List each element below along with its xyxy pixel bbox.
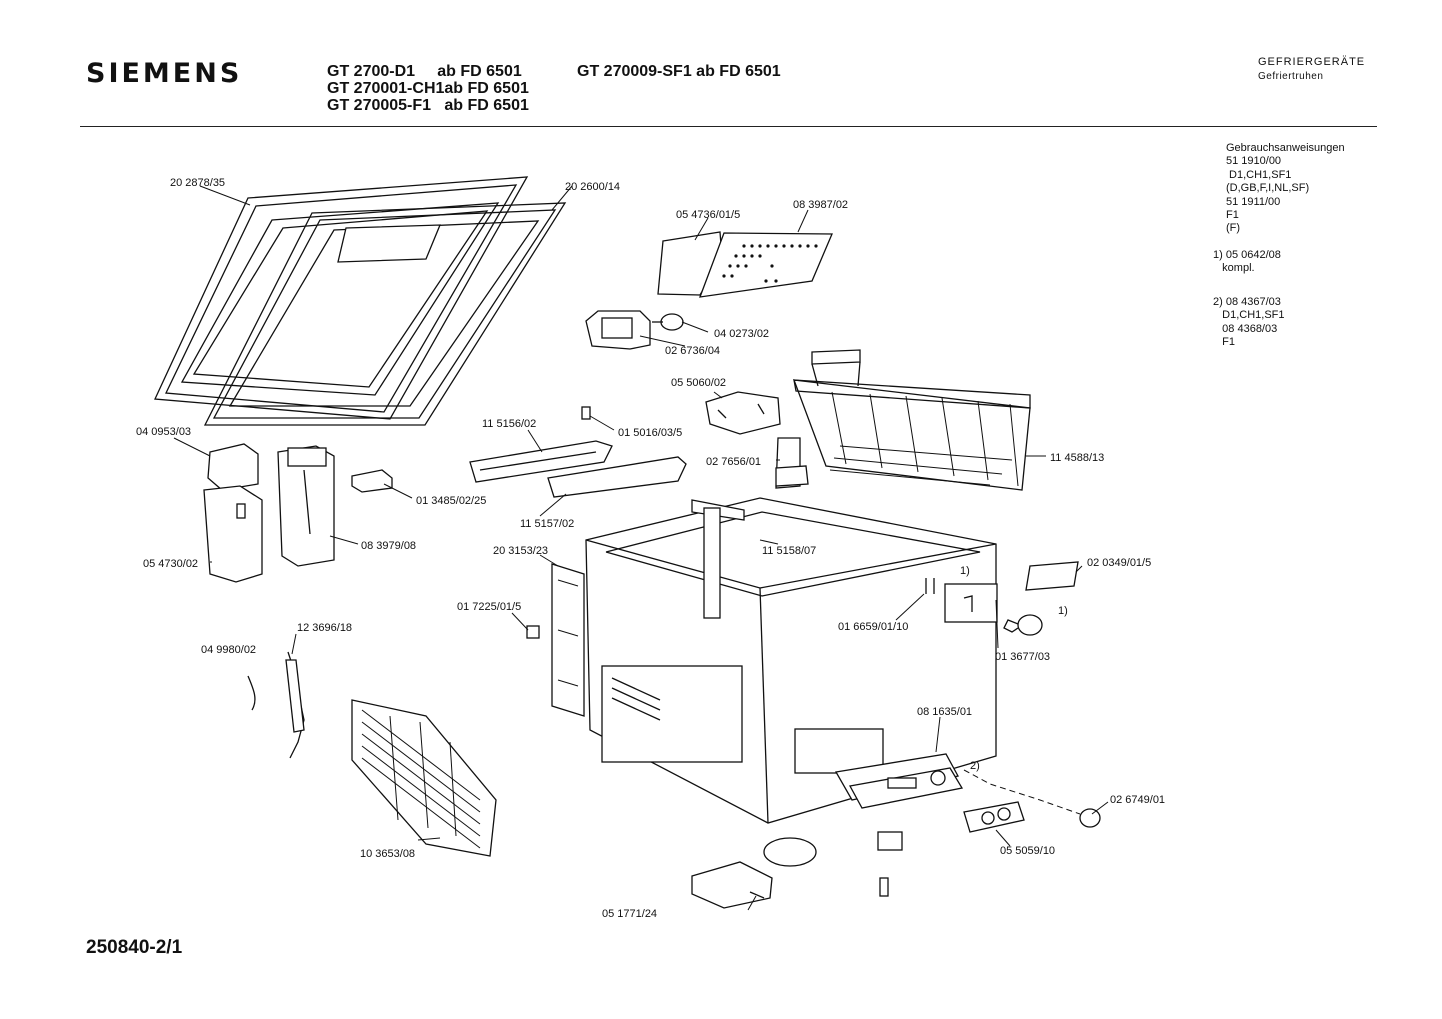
lock-key (1003, 614, 1043, 636)
small-connectors (877, 831, 903, 897)
part-label-p9: 01 5016/03/5 (618, 427, 682, 439)
part-label-p7: 05 5060/02 (671, 377, 726, 389)
footnote-2: 2) 08 4367/03 D1,CH1,SF1 08 4368/03 F1 (1213, 296, 1285, 349)
part-label-p29: 05 1771/24 (602, 908, 657, 920)
part-label-p14: 11 5157/02 (520, 518, 574, 530)
part-label-p12: 04 0953/03 (136, 426, 191, 438)
part-label-p18: 11 5158/07 (762, 545, 816, 557)
category-title: GEFRIERGERÄTE (1258, 56, 1366, 68)
part-label-p27: 10 3653/08 (360, 848, 415, 860)
part-label-p10: 02 7656/01 (706, 456, 761, 468)
part-label-p11: 11 4588/13 (1050, 452, 1104, 464)
part-label-p25: 08 1635/01 (917, 706, 972, 718)
side-liner (551, 563, 585, 717)
manuals-note: Gebrauchsanweisungen 51 1910/00 D1,CH1,S… (1226, 142, 1345, 235)
part-label-p6: 02 6736/04 (665, 345, 720, 357)
part-label-p20: 01 7225/01/5 (457, 601, 521, 613)
part-label-p2: 20 2600/14 (565, 181, 620, 193)
part-label-p24: 04 9980/02 (201, 644, 256, 656)
name-badge (1025, 561, 1079, 591)
model-line-3: GT 270005-F1 ab FD 6501 (327, 97, 529, 114)
category-subtitle: Gefriertruhen (1258, 71, 1324, 82)
part-label-p21: 01 6659/01/10 (838, 621, 908, 633)
sensor-tube (247, 651, 305, 759)
wire-basket (793, 349, 1031, 491)
part-label-p13: 01 3485/02/25 (416, 495, 486, 507)
marker-3: 2) (970, 760, 980, 772)
control-knob (1079, 808, 1101, 828)
part-label-p26: 02 6749/01 (1110, 794, 1165, 806)
part-label-p19: 02 0349/01/5 (1087, 557, 1151, 569)
vent-grille (351, 699, 497, 857)
lock-plate (925, 578, 998, 623)
part-label-p1: 20 2878/35 (170, 177, 225, 189)
basket-rail (469, 440, 613, 483)
thermostat (691, 837, 817, 909)
hinge-bracket (705, 391, 781, 435)
part-label-p17: 20 3153/23 (493, 545, 548, 557)
document-id: 250840-2/1 (86, 937, 183, 958)
part-label-p15: 08 3979/08 (361, 540, 416, 552)
part-label-p3: 05 4736/01/5 (676, 209, 740, 221)
basket-rail-2 (547, 456, 687, 498)
part-label-p8: 11 5156/02 (482, 418, 536, 430)
support-bracket (775, 437, 809, 489)
cabinet-body (585, 497, 997, 824)
model-line-4: GT 270009-SF1 ab FD 6501 (577, 63, 781, 80)
lid-inner-panel (203, 202, 567, 426)
model-line-1: GT 2700-D1 ab FD 6501 (327, 63, 522, 80)
footnote-1: 1) 05 0642/08 kompl. (1213, 249, 1281, 275)
hinge-plate (351, 469, 393, 493)
marker-1: 1) (960, 565, 970, 577)
liner-clip (526, 625, 540, 639)
part-label-p5: 04 0273/02 (714, 328, 769, 340)
part-label-p22: 01 3677/03 (995, 651, 1050, 663)
part-label-p16: 05 4730/02 (143, 558, 198, 570)
brand-logo: SIEMENS (86, 58, 243, 89)
hinge-spring (277, 445, 335, 567)
indicator-lamps (963, 801, 1025, 833)
hinge-block (203, 443, 263, 583)
light-cover (657, 231, 833, 298)
model-line-2: GT 270001-CH1ab FD 6501 (327, 80, 529, 97)
part-label-p23: 12 3696/18 (297, 622, 352, 634)
marker-2: 1) (1058, 605, 1068, 617)
part-label-p4: 08 3987/02 (793, 199, 848, 211)
leader-lines (173, 185, 1109, 911)
lamp-socket (585, 310, 684, 350)
header-rule (80, 126, 1377, 127)
small-clip (581, 406, 591, 420)
part-label-p28: 05 5059/10 (1000, 845, 1055, 857)
control-panel (834, 753, 964, 809)
